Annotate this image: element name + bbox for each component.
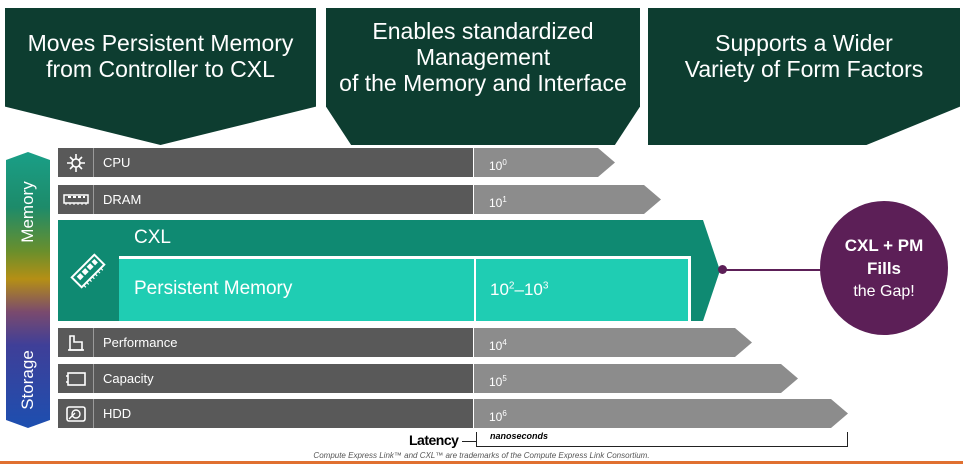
- cxl-label: CXL: [134, 227, 171, 248]
- banner-3-line-1: Supports a Wider: [715, 30, 893, 56]
- memory-module-icon: [58, 220, 118, 321]
- memory-storage-gradient-bar: [6, 152, 50, 428]
- tier-label-hdd: HDD: [103, 406, 132, 421]
- tier-label-cpu: CPU: [103, 155, 131, 170]
- banner-1-line-1: Moves Persistent Memory: [27, 30, 294, 56]
- side-label-memory: Memory: [18, 181, 37, 243]
- banner-2-line-2: Management: [415, 44, 551, 70]
- tier-bar: [58, 328, 473, 357]
- banner-persistent-memory: Moves Persistent Memory from Controller …: [5, 8, 316, 145]
- callout-line-2: Fills: [866, 258, 901, 278]
- dram-icon: [58, 185, 94, 214]
- latency-value-hdd: 106: [489, 409, 507, 424]
- latency-value-performance-ssd: 104: [489, 338, 507, 353]
- callout-line-3: the Gap!: [853, 282, 915, 300]
- latency-axis-tick: [462, 441, 476, 442]
- latency-arrow-performance-ssd: [474, 328, 752, 357]
- persistent-memory-label: Persistent Memory: [134, 278, 293, 299]
- latency-unit-label: nanoseconds: [490, 431, 549, 441]
- ssd-icon: [58, 328, 94, 357]
- footer-accent-line: [0, 461, 963, 464]
- banner-2-line-1: Enables standardized: [372, 18, 594, 44]
- callout-line-1: CXL + PM: [844, 235, 924, 255]
- latency-arrow-cpu: [474, 148, 615, 177]
- latency-axis-bracket: [476, 432, 848, 447]
- hdd-icon: [58, 399, 94, 428]
- tier-bar: [58, 148, 473, 177]
- latency-arrow-dram: [474, 185, 661, 214]
- callout-dot: [718, 265, 727, 274]
- tier-label-dram: DRAM: [103, 192, 142, 207]
- banner-3-line-2: Variety of Form Factors: [684, 56, 924, 82]
- latency-axis-label: Latency: [409, 432, 459, 448]
- banner-1-line-2: from Controller to CXL: [46, 56, 275, 82]
- ssd-icon: [58, 364, 94, 393]
- latency-arrow-capacity-ssd: [474, 364, 798, 393]
- tier-bar: [58, 185, 473, 214]
- cpu-icon: [58, 148, 94, 177]
- tier-bar: [58, 364, 473, 393]
- latency-value-persistent-memory: 102–103: [490, 280, 549, 299]
- fills-the-gap-callout: CXL + PM Fills the Gap!: [820, 201, 948, 335]
- pm-divider: [474, 259, 476, 321]
- side-label-storage: Storage: [18, 350, 37, 410]
- banner-management: Enables standardized Management of the M…: [326, 8, 640, 145]
- banner-2-line-3: of the Memory and Interface: [339, 70, 627, 96]
- persistent-memory-bar: [119, 256, 691, 321]
- tier-bar: [58, 399, 473, 428]
- callout-connector: [722, 269, 822, 271]
- latency-value-capacity-ssd: 105: [489, 374, 507, 389]
- latency-value-dram: 101: [489, 195, 507, 210]
- trademark-notice: Compute Express Link™ and CXL™ are trade…: [313, 451, 650, 460]
- latency-arrow-hdd: [474, 399, 848, 428]
- latency-value-cpu: 100: [489, 158, 507, 173]
- banner-form-factors: Supports a Wider Variety of Form Factors: [648, 8, 960, 145]
